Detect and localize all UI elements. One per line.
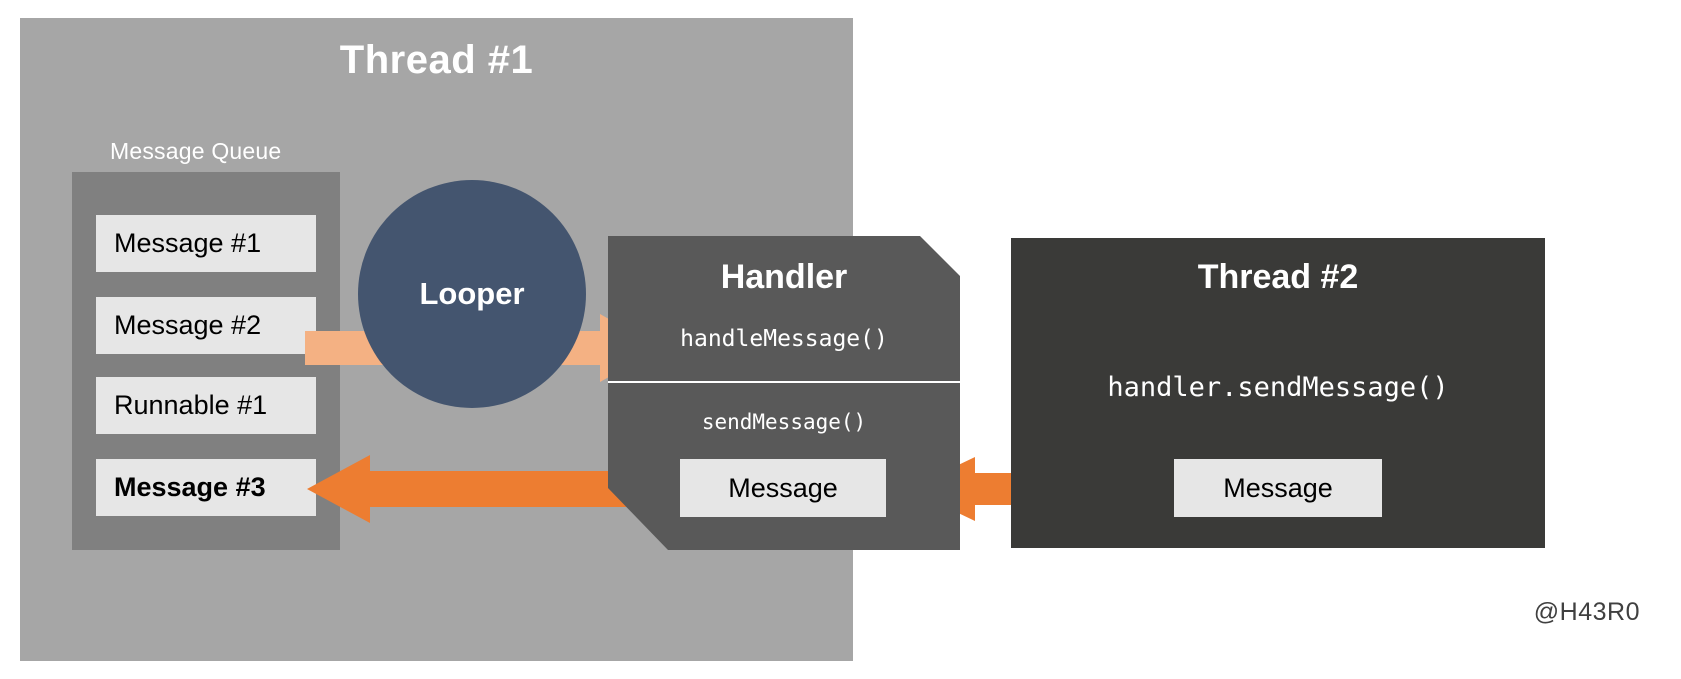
handler-title: Handler [720, 258, 848, 296]
queue-item-message-3[interactable]: Message #3 [96, 459, 316, 516]
watermark: @H43R0 [1533, 598, 1640, 626]
handler-send-message-method: sendMessage() [701, 410, 867, 434]
message-queue-label: Message Queue [110, 138, 282, 164]
handler-handle-message-method: handleMessage() [680, 326, 888, 352]
thread2-code-line: handler.sendMessage() [1107, 372, 1449, 403]
thread1-title: Thread #1 [339, 38, 534, 82]
thread2-message-chip[interactable]: Message [1174, 459, 1382, 517]
thread2-title: Thread #2 [1197, 258, 1359, 296]
looper-node[interactable]: Looper [358, 180, 586, 408]
handler-divider [608, 381, 960, 383]
looper-label: Looper [419, 276, 525, 311]
queue-item-message-1[interactable]: Message #1 [96, 215, 316, 272]
queue-item-message-2[interactable]: Message #2 [96, 297, 316, 354]
queue-item-runnable-1[interactable]: Runnable #1 [96, 377, 316, 434]
handler-message-chip[interactable]: Message [680, 459, 886, 517]
